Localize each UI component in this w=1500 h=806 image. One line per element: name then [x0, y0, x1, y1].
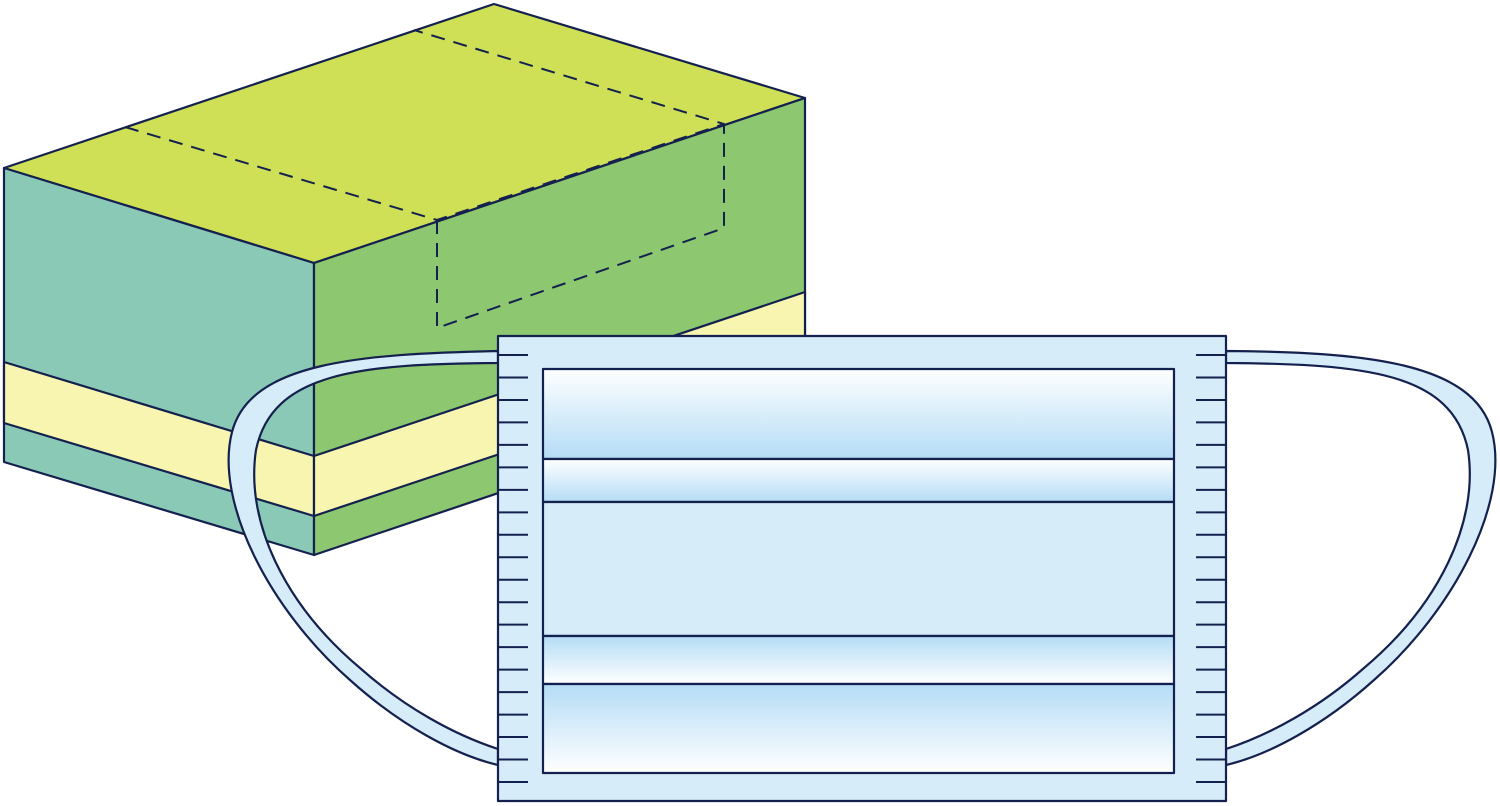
- perforation-front-line: [436, 124, 725, 329]
- right-ear-loop: [1224, 349, 1497, 767]
- mask-right-stitches: [1196, 354, 1225, 783]
- mask-pleat-4: [541, 634, 1176, 686]
- mask-pleat-3: [541, 500, 1176, 638]
- perforation-top-line: [124, 29, 725, 221]
- box-perforation: [124, 29, 725, 329]
- mask-pleat-2: [541, 457, 1176, 504]
- mask-left-stitches: [499, 354, 528, 783]
- surgical-mask-icon: [227, 334, 1497, 803]
- mask-pleat-5: [541, 682, 1176, 775]
- mask-pleat-1: [541, 367, 1176, 461]
